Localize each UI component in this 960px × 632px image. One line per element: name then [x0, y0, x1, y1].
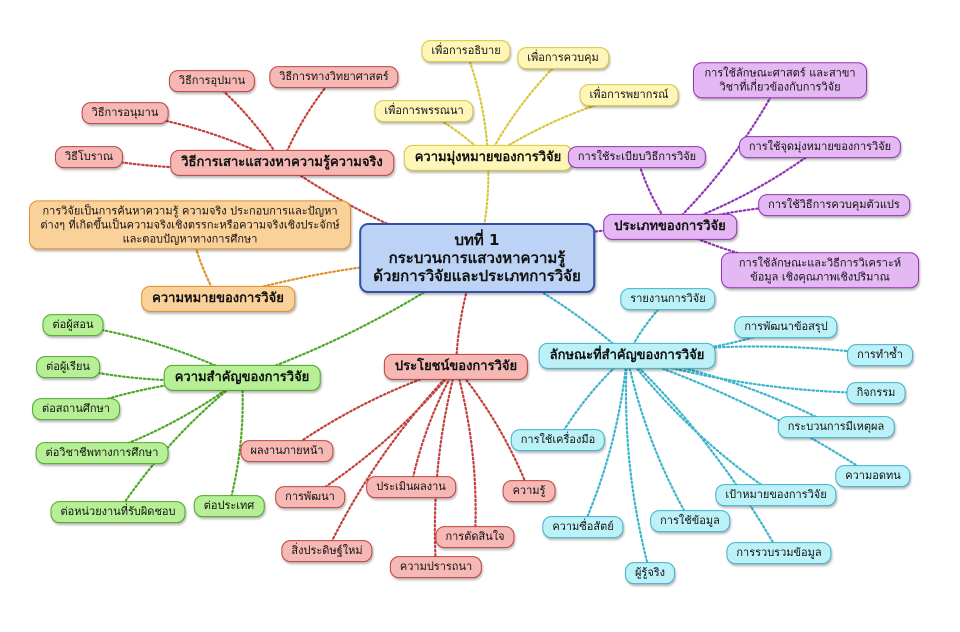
connector-benefits-item-development: [308, 365, 458, 499]
branch-benefits: ประโยชน์ของการวิจัย: [383, 353, 529, 381]
char-item-replication: การทำซ้ำ: [847, 344, 913, 366]
benefits-item-invention: สิ่งประดิษฐ์ใหม่: [281, 540, 373, 562]
char-item-instrument: การใช้เครื่องมือ: [510, 429, 606, 451]
char-item-activity: กิจกรรม: [846, 382, 906, 404]
benefits-item-future-work: ผลงานภายหน้า: [240, 440, 334, 462]
connector-types-item-discipline: [668, 78, 782, 229]
importance-item-learner: ต่อผู้เรียน: [36, 356, 100, 378]
char-item-goal: เป้าหมายของการวิจัย: [715, 484, 837, 506]
center-line-1: บทที่ 1: [454, 231, 500, 249]
types-item-discipline: การใช้ลักษณะศาสตร์ และสาขาวิชาที่เกี่ยวข…: [693, 62, 867, 98]
benefits-item-knowledge: ความรู้: [502, 480, 556, 502]
char-item-patience: ความอดทน: [835, 465, 911, 487]
char-item-honesty: ความซื่อสัตย์: [542, 516, 624, 538]
branch-purpose: ความมุ่งหมายของการวิจัย: [403, 144, 573, 172]
benefits-item-decision: การตัดสินใจ: [435, 526, 515, 548]
types-item-variable-control: การใช้วิธีการควบคุมตัวแปร: [758, 194, 910, 216]
benefits-item-evaluation: ประเมินผลงาน: [366, 476, 456, 498]
char-item-rational-process: กระบวนการมีเหตุผล: [777, 416, 895, 438]
connector-benefits-item-invention: [325, 365, 458, 553]
connector-benefits-item-evaluation: [409, 365, 458, 489]
char-item-data-collection: การรวบรวมข้อมูล: [726, 542, 832, 564]
benefits-item-development: การพัฒนา: [275, 486, 345, 508]
purpose-item-predict: เพื่อการพยากรณ์: [579, 84, 679, 106]
meaning-definition: การวิจัยเป็นการค้นหาความรู้ ความจริง ประ…: [29, 200, 351, 250]
purpose-item-describe: เพื่อการพรรณนา: [374, 100, 474, 122]
connector-benefits-item-desire: [433, 365, 458, 569]
char-item-conclusion: การพัฒนาข้อสรุป: [734, 316, 838, 338]
types-item-data-analysis: การใช้ลักษณะและวิธีการวิเคราะห์ข้อมูล เช…: [721, 252, 919, 288]
connector-char-item-expert: [624, 354, 652, 575]
branch-methods: วิธีการเสาะแสวงหาความรู้ความจริง: [170, 149, 394, 177]
branch-types: ประเภทของการวิจัย: [603, 213, 737, 241]
importance-item-profession: ต่อวิชาชีพทางการศึกษา: [35, 442, 169, 464]
char-item-expert: ผู้รู้จริง: [624, 562, 676, 584]
connector-purpose-item-control: [486, 56, 565, 160]
importance-item-agency: ต่อหน่วยงานที่รับผิดชอบ: [50, 501, 186, 523]
types-item-methodology: การใช้ระเบียบวิธีการวิจัย: [567, 146, 707, 168]
methods-item-induction: วิธีการอุปมาน: [168, 70, 256, 92]
methods-item-ancient: วิธีโบราณ: [54, 146, 124, 168]
connector-importance-item-agency: [116, 376, 244, 514]
branch-importance: ความสำคัญของการวิจัย: [163, 364, 321, 392]
connector-char-item-honesty: [581, 354, 629, 529]
center-line-2: กระบวนการแสวงหาความรู้: [388, 249, 566, 267]
connector-importance-item-country: [227, 376, 244, 508]
branch-meaning: ความหมายของการวิจัย: [141, 285, 295, 313]
types-item-objective: การใช้จุดมุ่งหมายของการวิจัย: [738, 136, 902, 158]
connector-char-item-goal: [625, 354, 778, 497]
char-item-data-use: การใช้ข้อมูล: [650, 510, 730, 532]
char-item-report: รายงานการวิจัย: [620, 288, 716, 310]
benefits-item-desire: ความปรารถนา: [389, 556, 483, 578]
purpose-item-control: เพื่อการควบคุม: [517, 47, 609, 69]
center-topic: บทที่ 1 กระบวนการแสวงหาความรู้ ด้วยการวิ…: [359, 223, 595, 293]
methods-item-deduction: วิธีการอนุมาน: [81, 102, 169, 124]
importance-item-country: ต่อประเทศ: [193, 495, 265, 517]
center-line-3: ด้วยการวิจัยและประเภทการวิจัย: [373, 267, 581, 285]
branch-characteristics: ลักษณะที่สำคัญของการวิจัย: [538, 342, 716, 370]
connector-char-item-data-collection: [625, 354, 781, 555]
connector-benefits-item-knowledge: [454, 365, 531, 493]
connector-char-item-data-use: [625, 354, 692, 523]
methods-item-scientific: วิธีการทางวิทยาศาสตร์: [269, 66, 399, 88]
importance-item-teacher: ต่อผู้สอน: [42, 314, 104, 336]
importance-item-institution: ต่อสถานศึกษา: [32, 398, 120, 420]
connector-benefits-item-decision: [454, 365, 477, 539]
purpose-item-explain: เพื่อการอธิบาย: [421, 40, 511, 62]
